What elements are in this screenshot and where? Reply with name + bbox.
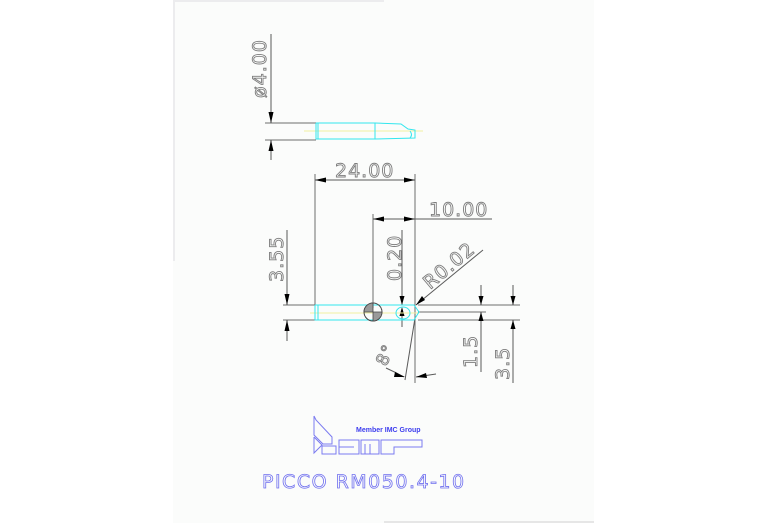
arrow-icon: [404, 216, 415, 222]
arrow-icon: [416, 296, 425, 305]
canvas-border-top: [173, 0, 384, 2]
iscar-logo: Member IMC Group: [313, 415, 423, 455]
arrow-icon: [478, 296, 484, 305]
arrow-icon: [510, 296, 516, 305]
arrow-icon: [268, 140, 274, 151]
arrow-icon: [416, 373, 427, 378]
dim-clearance-angle: 8°: [372, 341, 399, 369]
arrow-icon: [399, 296, 405, 305]
dim-cutting-length: 10.00: [429, 199, 488, 221]
arrow-icon: [284, 320, 290, 331]
side-view: 24.00 10.00 3.55 0.20 R0.02 1.: [266, 160, 520, 383]
top-view: ø4.00: [249, 34, 423, 160]
dim-min-bore-2: 3.5: [492, 347, 514, 380]
dim-corner-radius: R0.02: [419, 238, 479, 294]
dim-tip-offset: 0.20: [384, 235, 406, 281]
dim-shank-diameter: ø4.00: [249, 39, 271, 98]
arrow-icon: [510, 320, 516, 329]
part-number-title: PICCO RM050.4-10: [262, 471, 466, 493]
arrow-icon: [373, 216, 384, 222]
dim-min-bore-1: 1.5: [460, 335, 482, 368]
arrow-icon: [315, 177, 326, 183]
arrow-icon: [284, 294, 290, 305]
drawing-canvas: [173, 0, 594, 523]
canvas-border-bottom: [384, 521, 594, 523]
arrow-icon: [399, 307, 405, 316]
arrow-icon: [404, 177, 415, 183]
dim-shank-offset: 3.55: [266, 236, 288, 282]
dim-overall-length: 24.00: [335, 160, 394, 182]
arrow-icon: [394, 372, 405, 377]
arrow-icon: [478, 312, 484, 321]
arrow-icon: [268, 112, 274, 123]
section-symbol: [363, 302, 383, 322]
canvas-border-left: [173, 0, 175, 261]
logo-tagline: Member IMC Group: [356, 427, 421, 434]
